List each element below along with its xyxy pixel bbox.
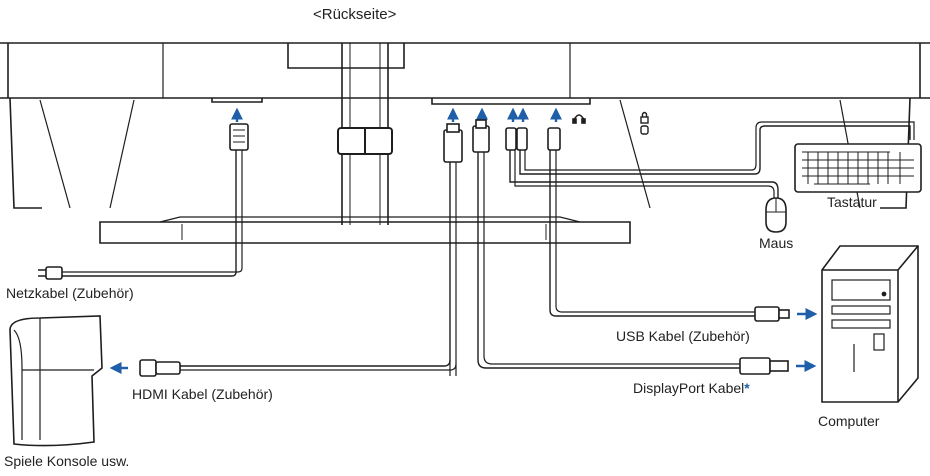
computer-label: Computer [818, 413, 880, 429]
usb-mouse-connector [505, 127, 517, 151]
lock-icon [640, 111, 649, 135]
power-cable-label: Netzkabel (Zubehör) [6, 285, 134, 301]
dp-plug-computer [739, 357, 789, 375]
displayport-cable-label: DisplayPort Kabel* [633, 380, 750, 396]
displayport-cable-text: DisplayPort Kabel [633, 380, 745, 396]
port-arrows [231, 107, 562, 122]
headphone-icon [572, 114, 586, 124]
power-connector [229, 123, 249, 151]
usb-plug-computer [754, 306, 790, 322]
keyboard [794, 143, 922, 193]
mouse-label: Maus [759, 235, 794, 251]
hdmi-cable-label: HDMI Kabel (Zubehör) [132, 386, 273, 402]
usb-keyboard-connector [516, 127, 528, 151]
cables [60, 121, 915, 376]
usb-cable-label: USB Kabel (Zubehör) [616, 328, 750, 344]
mouse [765, 197, 787, 233]
usb-up-connector [547, 127, 561, 151]
hdmi-plug-console [139, 359, 181, 377]
computer-tower [821, 245, 919, 403]
keyboard-label: Tastatur [827, 194, 877, 210]
hdmi-connector [443, 129, 463, 163]
game-console-label: Spiele Konsole usw. [4, 453, 130, 469]
diagram-title: <Rückseite> [313, 6, 397, 23]
connectors-top [229, 119, 561, 163]
displayport-footnote-mark: * [744, 380, 750, 396]
dp-connector [472, 125, 490, 153]
monitor-rear [0, 42, 930, 244]
game-console [9, 315, 103, 447]
power-plug [38, 266, 63, 280]
